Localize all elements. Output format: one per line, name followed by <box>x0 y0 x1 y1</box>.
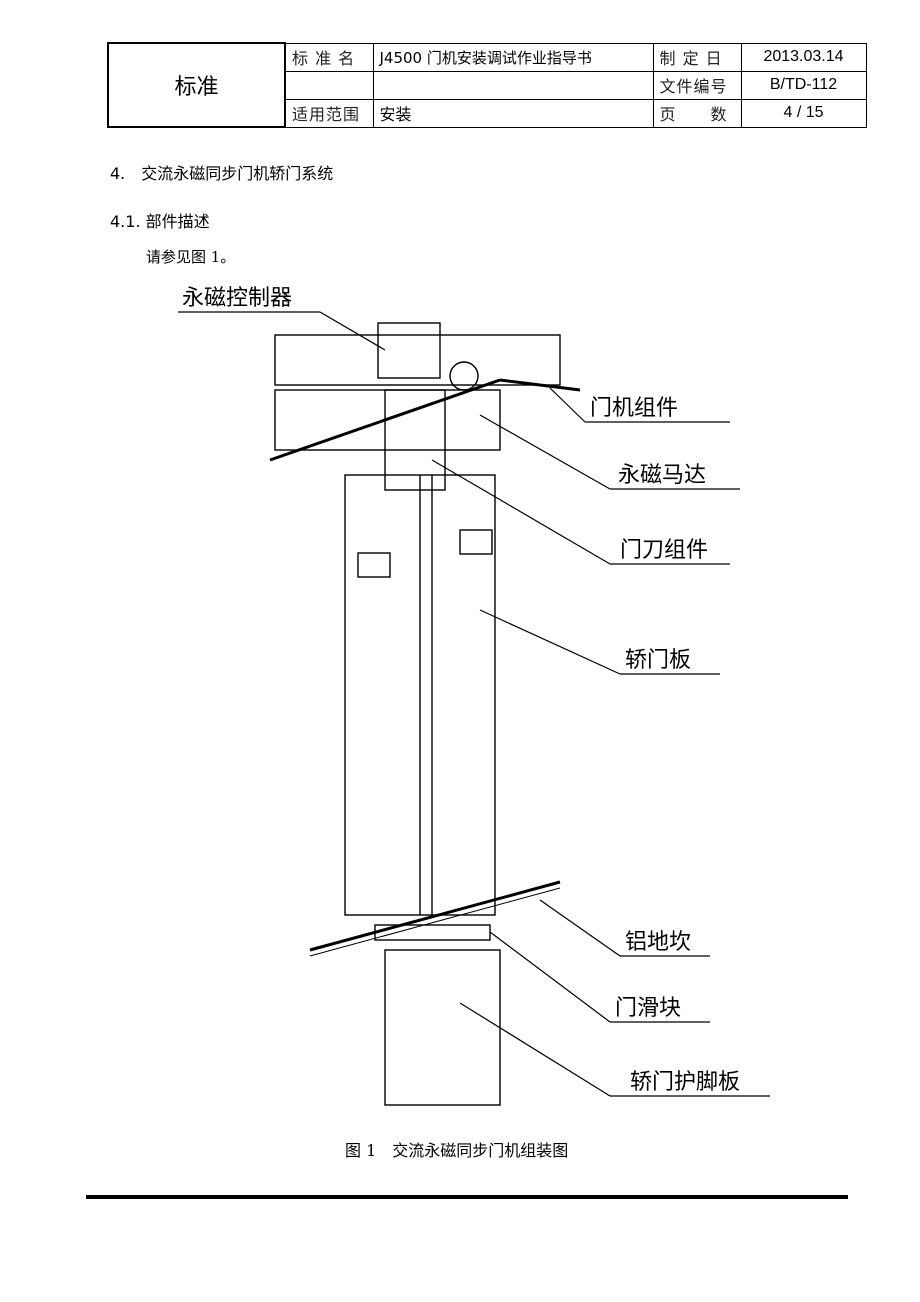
callout-aluminum-sill: 铝地坎 <box>625 930 691 955</box>
body-paragraph: 请参见图 1。 <box>146 248 236 266</box>
callout-pm-controller: 永磁控制器 <box>182 286 292 311</box>
scope-label: 适用范围 <box>284 98 374 128</box>
motor-pulley <box>449 361 479 391</box>
callout-pm-motor: 永磁马达 <box>618 463 706 488</box>
leader-line <box>489 931 611 1023</box>
scope-value: 安装 <box>372 98 654 128</box>
pm-controller-box <box>377 322 441 379</box>
door-operator-assembly-diagram: 永磁控制器 门机组件 永磁马达 门刀组件 轿门板 铝地坎 门滑块 轿门护脚板 <box>178 286 770 1106</box>
toe-guard-panel <box>384 949 501 1106</box>
standard-name-value: J4500 门机安装调试作业指导书 <box>372 42 654 72</box>
leader-line <box>319 311 386 351</box>
leader-line <box>431 459 611 565</box>
aluminum-sill <box>309 880 561 952</box>
doc-number-value: B/TD-112 <box>740 70 867 100</box>
doc-number-label: 文件编号 <box>652 70 742 100</box>
section-heading: 4. 交流永磁同步门机轿门系统 <box>110 164 334 183</box>
leader-line <box>459 1002 611 1097</box>
callout-door-vane-assembly: 门刀组件 <box>620 538 708 563</box>
operator-top-plate <box>274 334 561 386</box>
callout-toe-guard: 轿门护脚板 <box>630 1070 740 1095</box>
leader-line <box>549 387 586 423</box>
callout-car-door-panel: 轿门板 <box>625 648 691 673</box>
empty-cell <box>284 70 374 100</box>
door-window <box>459 529 493 555</box>
door-vane-assembly <box>384 389 446 491</box>
issue-date-label: 制 定 日 <box>652 42 742 72</box>
footer-rule <box>86 1195 848 1199</box>
figure-caption: 图 1 交流永磁同步门机组装图 <box>345 1141 569 1160</box>
subsection-heading: 4.1. 部件描述 <box>110 212 210 231</box>
leader-line <box>539 899 621 957</box>
callout-door-gib: 门滑块 <box>615 996 681 1021</box>
page-count-label: 页 数 <box>652 98 742 128</box>
aluminum-sill-edge <box>309 887 561 957</box>
hanger-rail <box>499 378 581 392</box>
standard-name-label: 标 准 名 <box>284 42 374 72</box>
empty-cell <box>372 70 654 100</box>
leader-line <box>479 414 611 490</box>
leader-line <box>479 609 621 675</box>
door-window <box>357 552 391 578</box>
header-brand: 标准 <box>107 42 286 128</box>
document-header-table: 标准 标 准 名 J4500 门机安装调试作业指导书 制 定 日 2013.03… <box>107 42 867 128</box>
issue-date-value: 2013.03.14 <box>740 42 867 72</box>
callout-door-operator-assembly: 门机组件 <box>590 396 678 421</box>
page-count-value: 4 / 15 <box>740 98 867 128</box>
